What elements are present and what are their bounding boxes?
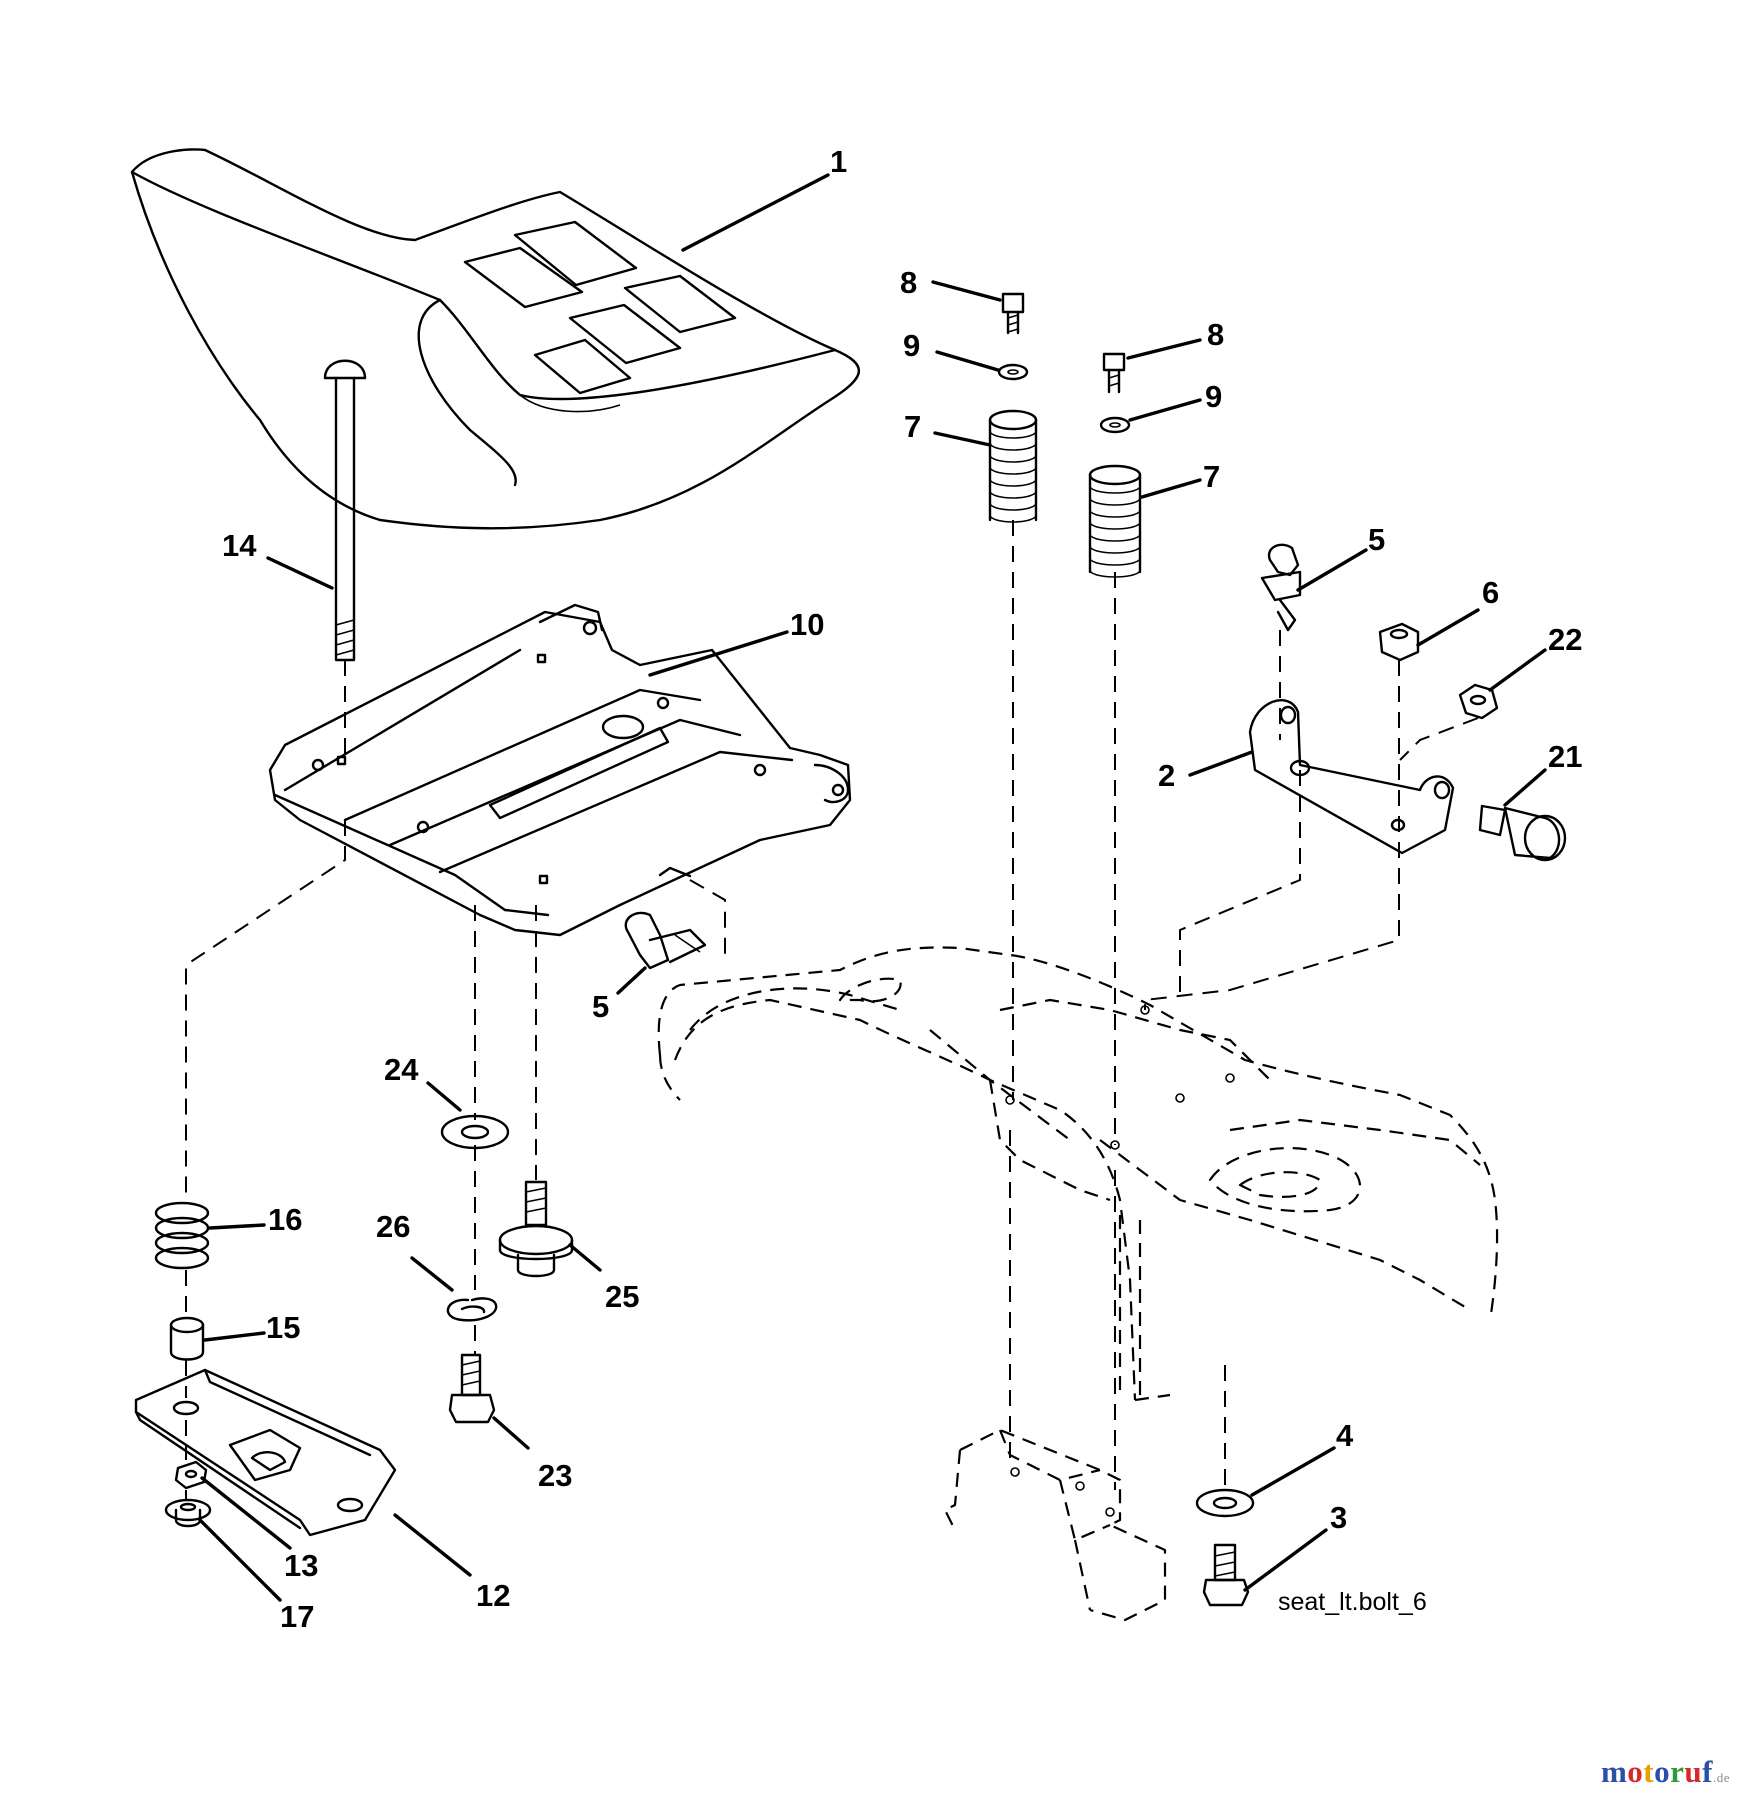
callout-2: 2 (1158, 758, 1175, 793)
watermark-letter: m (1600, 1754, 1628, 1789)
shoulder-bolt-21-part (1478, 804, 1567, 862)
callout-8-right: 8 (1207, 317, 1224, 352)
callout-6: 6 (1482, 575, 1499, 610)
callout-5-lower: 5 (592, 989, 609, 1024)
callout-3: 3 (1330, 1500, 1347, 1535)
callout-5-upper: 5 (1368, 522, 1385, 557)
callout-17: 17 (280, 1599, 314, 1634)
spring-16-part (154, 1201, 210, 1270)
callout-26: 26 (376, 1209, 410, 1244)
callout-12: 12 (476, 1578, 510, 1613)
washer-9-right-part (1099, 416, 1131, 434)
callout-4: 4 (1336, 1418, 1354, 1453)
spring-7-right-part (1088, 464, 1142, 578)
assembly-guide-lines (185, 520, 1479, 1500)
callout-15: 15 (266, 1310, 300, 1345)
nut-13-part (174, 1460, 208, 1490)
watermark-letter: r (1670, 1754, 1685, 1789)
seat-part (130, 148, 860, 530)
washer-9-left-part (997, 363, 1029, 381)
wire-clip-upper-part (1260, 543, 1302, 632)
watermark-letter: f (1702, 1754, 1713, 1789)
callout-21: 21 (1548, 739, 1582, 774)
watermark-letter: t (1643, 1754, 1655, 1789)
seat-bracket-plate-12-part (134, 1368, 397, 1537)
callout-10: 10 (790, 607, 824, 642)
nut-22-part (1458, 683, 1499, 720)
callout-22: 22 (1548, 622, 1582, 657)
hex-nut-6-part (1378, 622, 1420, 662)
carriage-bolt-part (323, 359, 367, 662)
bolt-8-right-part (1102, 352, 1126, 394)
callout-14: 14 (222, 528, 257, 563)
fender-reference-outline (657, 946, 1499, 1622)
callout-7-right: 7 (1203, 459, 1220, 494)
callout-9-left: 9 (903, 328, 920, 363)
hex-bolt-23-part (448, 1353, 496, 1424)
watermark-letter: u (1684, 1754, 1703, 1789)
seat-grip-pads (463, 220, 737, 395)
callout-16: 16 (268, 1202, 302, 1237)
hex-bolt-3-part (1202, 1543, 1250, 1607)
callout-25: 25 (605, 1279, 639, 1314)
callout-1: 1 (830, 144, 847, 179)
watermark-letter: o (1654, 1754, 1671, 1789)
shoulder-bolt-25-part (498, 1180, 574, 1278)
bolt-8-left-part (1001, 292, 1025, 335)
flat-washer-4-part (1195, 1488, 1255, 1518)
spring-7-left-part (988, 409, 1038, 523)
watermark-suffix: .de (1712, 1770, 1730, 1785)
flange-nut-17-part (164, 1498, 212, 1528)
callout-7-left: 7 (904, 409, 921, 444)
callout-23: 23 (538, 1458, 572, 1493)
callout-9-right: 9 (1205, 379, 1222, 414)
callout-24: 24 (384, 1052, 419, 1087)
lock-washer-26-part (446, 1297, 498, 1322)
motoruf-watermark: motoruf.de (1601, 1754, 1730, 1790)
callout-13: 13 (284, 1548, 318, 1583)
figure-file-label: seat_lt.bolt_6 (1278, 1588, 1427, 1616)
callout-leader-lines (198, 173, 1547, 1602)
flat-washer-24-part (440, 1114, 510, 1150)
spacer-15-part (169, 1316, 205, 1361)
wire-clip-lower-part (624, 911, 707, 970)
seat-pan-part (268, 603, 852, 937)
watermark-letter: o (1627, 1754, 1644, 1789)
callout-8-left: 8 (900, 265, 917, 300)
callout-numbers: 1 8 9 7 8 9 7 5 6 22 21 2 10 14 5 24 25 … (222, 144, 1582, 1634)
